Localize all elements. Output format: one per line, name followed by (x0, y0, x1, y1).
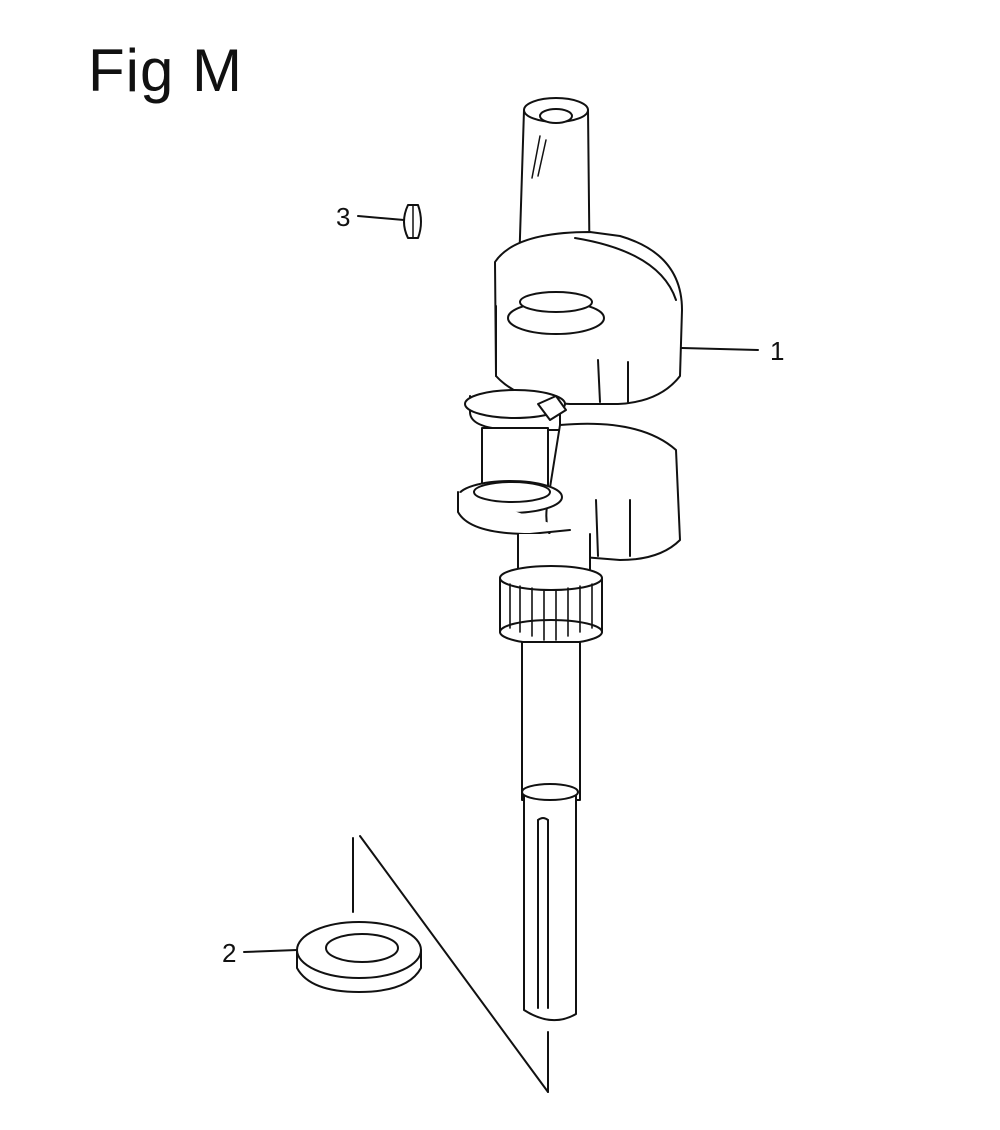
callout-3-label: 3 (336, 202, 350, 232)
assembly-bracket-line (359, 835, 549, 1093)
crankshaft-icon (457, 97, 683, 1021)
callout-1-leader (681, 347, 759, 351)
callout-2-leader (243, 949, 298, 953)
callout-3-leader (357, 215, 405, 221)
callout-2-label: 2 (222, 938, 236, 968)
woodruff-key-icon (403, 204, 422, 239)
callout-1-label: 1 (770, 336, 784, 366)
figure-title: Fig M (88, 37, 243, 104)
washer-icon (296, 921, 422, 993)
